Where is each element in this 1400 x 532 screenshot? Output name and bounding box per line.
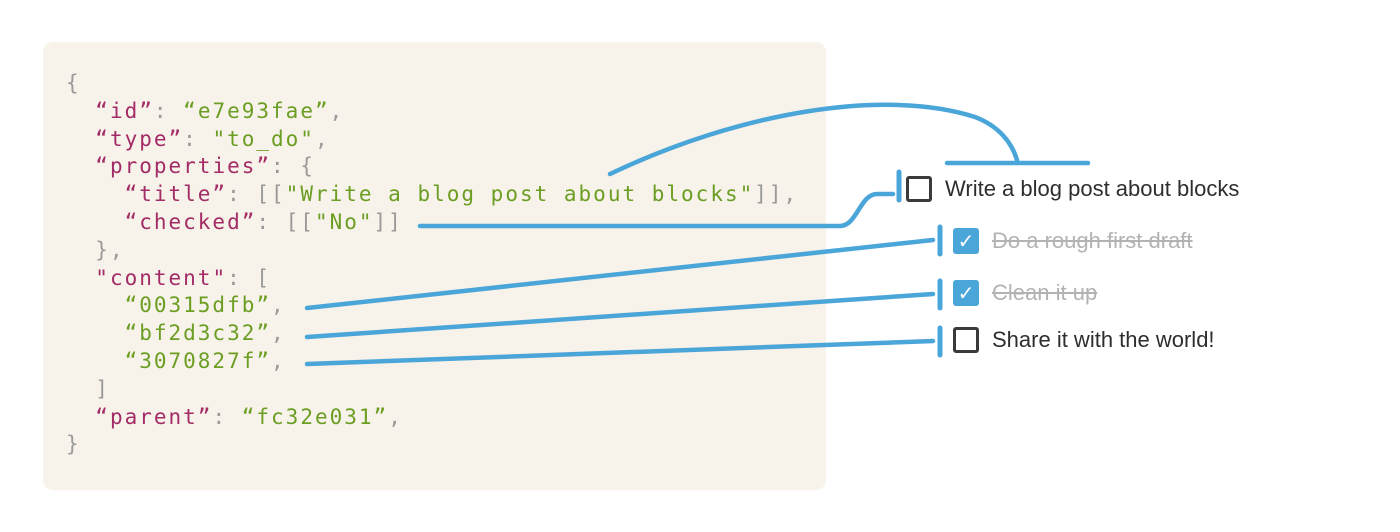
checkbox-unchecked[interactable] [906, 176, 932, 202]
code-token: “e7e93fae” [183, 98, 330, 123]
checkmark-icon: ✓ [957, 281, 975, 305]
code-token: : [183, 126, 213, 151]
code-token: "to_do" [212, 126, 315, 151]
code-token: ]], [754, 182, 799, 207]
code-token [66, 321, 125, 345]
code-token: , [271, 293, 286, 318]
code-token [66, 127, 95, 151]
code-token [66, 266, 95, 290]
code-token [66, 182, 125, 206]
checkbox-checked[interactable]: ✓ [953, 228, 979, 254]
code-token: "Write a blog post about blocks" [285, 182, 755, 207]
code-token: “id” [95, 98, 154, 123]
code-token: { [66, 71, 81, 95]
checkbox-checked[interactable]: ✓ [953, 280, 979, 306]
json-code-panel: { “id”: “e7e93fae”, “type”: "to_do", “pr… [43, 42, 826, 490]
checkbox-unchecked[interactable] [953, 327, 979, 353]
code-token: ] [95, 376, 110, 401]
todo-item-label: Do a rough first draft [992, 228, 1193, 253]
code-token: } [66, 432, 81, 457]
todo-item: Share it with the world! [953, 327, 1215, 353]
code-token: "No" [314, 209, 374, 234]
code-token: : [[ [227, 182, 286, 207]
todo-item: ✓ Do a rough first draft [953, 228, 1193, 254]
code-token: , [271, 321, 286, 346]
code-token: }, [95, 237, 125, 262]
code-token: “00315dfb” [124, 293, 272, 318]
code-token [66, 154, 95, 178]
code-token: , [388, 404, 403, 429]
code-token: , [329, 98, 345, 123]
todo-item: Write a blog post about blocks [906, 176, 1239, 202]
code-token: “properties” [95, 154, 272, 179]
code-token: : [ [227, 265, 272, 290]
todo-item-label: Write a blog post about blocks [945, 176, 1240, 201]
todo-item: ✓ Clean it up [953, 280, 1097, 306]
code-token: : [212, 404, 242, 429]
code-token: “checked” [124, 209, 257, 234]
code-token [66, 293, 125, 317]
code-token [66, 99, 95, 123]
code-token: : [[ [256, 209, 315, 234]
code-token: “3070827f” [124, 348, 272, 373]
code-token: , [314, 126, 330, 151]
code-token: "content" [95, 265, 228, 290]
code-token: ]] [373, 209, 403, 234]
code-token: : { [271, 154, 315, 179]
code-token: “parent” [95, 404, 213, 429]
code-token: “fc32e031” [241, 404, 389, 429]
code-token: , [271, 348, 286, 373]
json-code-block: { “id”: “e7e93fae”, “type”: "to_do", “pr… [43, 42, 826, 459]
checkmark-icon: ✓ [957, 229, 975, 253]
todo-item-label: Clean it up [992, 280, 1098, 305]
code-token: : [153, 98, 184, 123]
code-token [66, 377, 95, 401]
code-token: “type” [95, 126, 184, 151]
code-token [66, 405, 95, 429]
todo-item-label: Share it with the world! [992, 327, 1215, 352]
code-token [66, 238, 95, 262]
code-token: “bf2d3c32” [124, 321, 272, 346]
code-token: “title” [124, 182, 228, 207]
code-token [66, 210, 125, 234]
code-token [66, 349, 125, 373]
